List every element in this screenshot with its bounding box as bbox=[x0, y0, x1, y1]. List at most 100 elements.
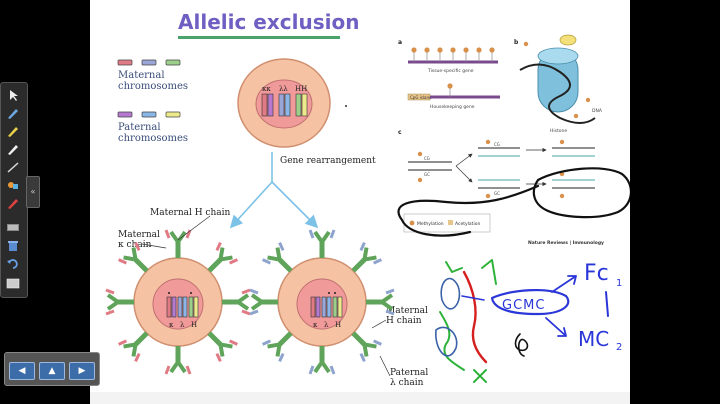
left-gene-k-a bbox=[166, 296, 172, 318]
handwritten-annotations bbox=[397, 167, 630, 383]
top-chromosome-h1 bbox=[295, 93, 302, 117]
c-cg-1: CG bbox=[424, 156, 430, 161]
undo-tool[interactable] bbox=[5, 255, 21, 269]
delete-tool[interactable] bbox=[5, 237, 21, 251]
housekeeping-marker bbox=[447, 83, 453, 89]
gene-rearrangement-label: Gene rearrangement bbox=[280, 156, 376, 166]
title-underline bbox=[178, 36, 340, 39]
panel-a-label: a bbox=[398, 39, 402, 46]
ink-mc-text: MC bbox=[578, 327, 609, 351]
legend-paternal-bar-3 bbox=[165, 111, 181, 118]
legend-maternal-bar-3 bbox=[165, 59, 181, 66]
red-pen-icon bbox=[8, 199, 18, 209]
legend-paternal-line2: chromosomes bbox=[118, 133, 189, 144]
right-label-h: H bbox=[335, 321, 341, 329]
arrow-right bbox=[271, 181, 319, 229]
right-gene-k-b bbox=[315, 296, 321, 318]
right-mark-l bbox=[328, 292, 330, 294]
c-gc-1: GC bbox=[424, 172, 430, 177]
screen-tool[interactable] bbox=[5, 275, 21, 289]
rearrangement-arrows bbox=[229, 152, 319, 229]
right-gene-k-a bbox=[310, 296, 316, 318]
left-gene-h-b bbox=[193, 296, 199, 318]
ink-green-stroke-2 bbox=[481, 259, 497, 285]
pen-tool[interactable] bbox=[5, 105, 21, 119]
maternal-k-chain-callout: Maternal κ chain bbox=[118, 230, 160, 250]
text-icon bbox=[7, 224, 19, 231]
left-gene-l-b bbox=[182, 296, 188, 318]
legend-maternal-bar-2 bbox=[141, 59, 157, 66]
legend-acetylation-label: Acetylation bbox=[455, 221, 480, 227]
ink-blue-arrow-down bbox=[545, 317, 567, 337]
ink-blue-vertical bbox=[605, 291, 609, 317]
epigenetics-figure: a Tissue-specific gene CpG island Housek… bbox=[398, 34, 604, 246]
pen-icon bbox=[8, 109, 18, 119]
tissue-gene-label: Tissue-specific gene bbox=[427, 68, 474, 74]
housekeeping-label: Housekeeping gene bbox=[430, 104, 475, 110]
ink-red-chromosome bbox=[462, 270, 488, 364]
journal-credit: Nature Reviews | Immunology bbox=[528, 240, 604, 246]
left-k-callout-line bbox=[141, 243, 167, 249]
arrow-left bbox=[229, 181, 273, 229]
dna-label: DNA bbox=[592, 108, 603, 114]
next-slide-button[interactable]: ▶ bbox=[69, 362, 95, 380]
ink-fc-sub: 1 bbox=[616, 278, 622, 289]
pointer-tool[interactable] bbox=[5, 87, 21, 101]
arrow-left-icon: ◀ bbox=[18, 366, 26, 376]
panel-c-label: c bbox=[398, 129, 402, 136]
paternal-l-line1: Paternal bbox=[390, 368, 429, 378]
right-maternal-h-callout: Maternal H chain bbox=[386, 306, 428, 326]
ink-blue-chromosome-top bbox=[440, 277, 461, 310]
legend-methylation-icon bbox=[409, 220, 415, 226]
arrow-right-icon: ▶ bbox=[78, 366, 86, 376]
paternal-l-chain-callout: Paternal λ chain bbox=[390, 368, 428, 388]
histone-label: Histone bbox=[550, 128, 567, 134]
maternal-k-line1: Maternal bbox=[118, 230, 160, 240]
panel-b-label: b bbox=[514, 39, 519, 46]
cpg-island-label: CpG island bbox=[410, 95, 432, 100]
right-antibodies bbox=[249, 229, 395, 375]
panel-b-marker-2 bbox=[585, 97, 591, 103]
left-mark-k bbox=[168, 292, 170, 294]
undo-icon bbox=[7, 259, 18, 269]
right-gene-l-a bbox=[321, 296, 327, 318]
histone-top bbox=[537, 47, 579, 65]
ink-green-check bbox=[445, 261, 463, 273]
panel-a-methyl-groups bbox=[411, 47, 495, 62]
legend-maternal-line1: Maternal bbox=[118, 70, 165, 81]
right-label-k: κ bbox=[313, 321, 318, 329]
panel-b-marker-3 bbox=[573, 113, 579, 119]
line-tool[interactable] bbox=[5, 159, 21, 173]
right-cell: κ λ H bbox=[277, 257, 367, 347]
legend-paternal-chromosomes bbox=[117, 111, 181, 118]
ink-blue-chromosome-bottom bbox=[435, 326, 458, 357]
top-chromosome-k2 bbox=[267, 93, 274, 117]
slide-menu-button[interactable]: ▲ bbox=[39, 362, 65, 380]
ink-green-stroke-1 bbox=[439, 311, 465, 371]
left-gene-l-a bbox=[177, 296, 183, 318]
top-cell: κκ λλ HH bbox=[237, 58, 331, 148]
right-maternal-h-line1: Maternal bbox=[386, 306, 428, 316]
pointer-icon bbox=[10, 90, 18, 101]
left-h-callout-line bbox=[177, 215, 211, 241]
text-tool[interactable] bbox=[5, 219, 21, 232]
legend-maternal-text: Maternal chromosomes bbox=[118, 70, 188, 92]
top-chromosome-l1 bbox=[278, 93, 285, 117]
right-l-callout-line bbox=[379, 355, 391, 377]
legend-methylation-label: Methylation bbox=[417, 221, 444, 227]
shape-tool[interactable] bbox=[5, 177, 21, 190]
pen-red-tool[interactable] bbox=[5, 195, 21, 209]
ink-gcmc-text: GCMC bbox=[502, 298, 545, 313]
right-h-callout-line bbox=[371, 319, 387, 329]
toolbar-collapse-handle[interactable]: « bbox=[26, 176, 40, 208]
highlighter-tool[interactable] bbox=[5, 123, 21, 137]
ink-mc-sub: 2 bbox=[616, 342, 622, 353]
prev-slide-button[interactable]: ◀ bbox=[9, 362, 35, 380]
top-chromosome-h2 bbox=[301, 93, 308, 117]
bottom-strip bbox=[90, 392, 630, 404]
eraser-tool[interactable] bbox=[5, 141, 21, 155]
right-mark-h bbox=[334, 292, 336, 294]
highlighter-icon bbox=[8, 127, 18, 137]
legend-maternal-chromosomes bbox=[117, 59, 181, 66]
c-cg-2: CG bbox=[494, 142, 500, 147]
